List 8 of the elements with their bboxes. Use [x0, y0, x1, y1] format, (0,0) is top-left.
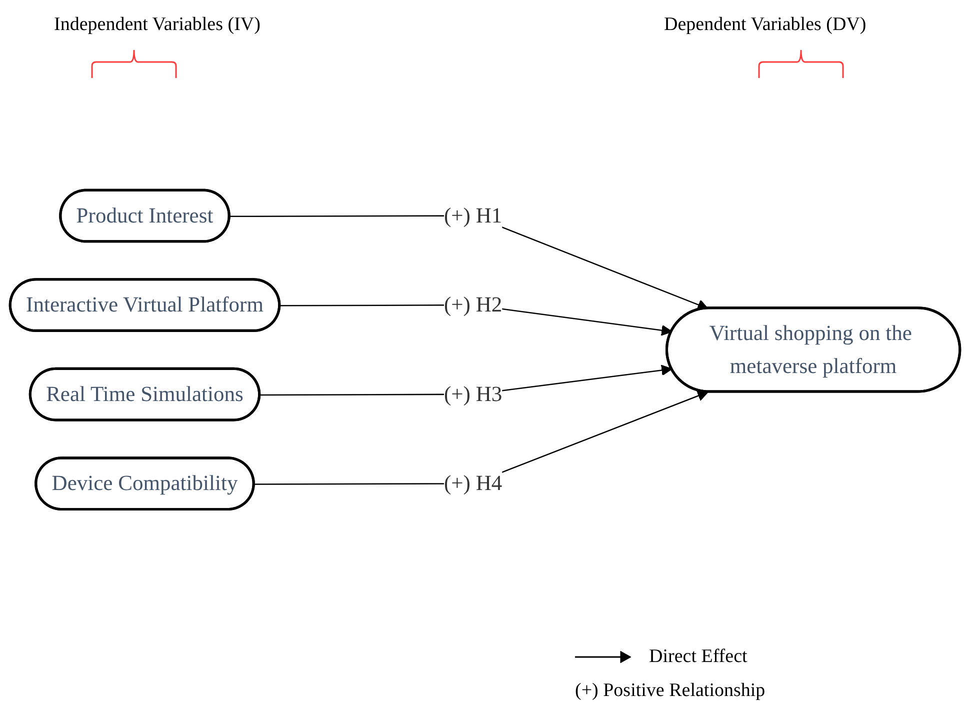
legend-text: (+) Positive Relationship	[575, 680, 766, 702]
legend-text: Direct Effect	[649, 646, 748, 668]
edge-label: (+) H3	[444, 382, 502, 406]
group-heading: Independent Variables (IV)	[54, 14, 260, 36]
edge-label: (+) H4	[444, 472, 502, 496]
edge-label: (+) H2	[444, 293, 502, 318]
edge-label: (+) H1	[444, 204, 502, 228]
group-heading: Dependent Variables (DV)	[664, 14, 866, 36]
